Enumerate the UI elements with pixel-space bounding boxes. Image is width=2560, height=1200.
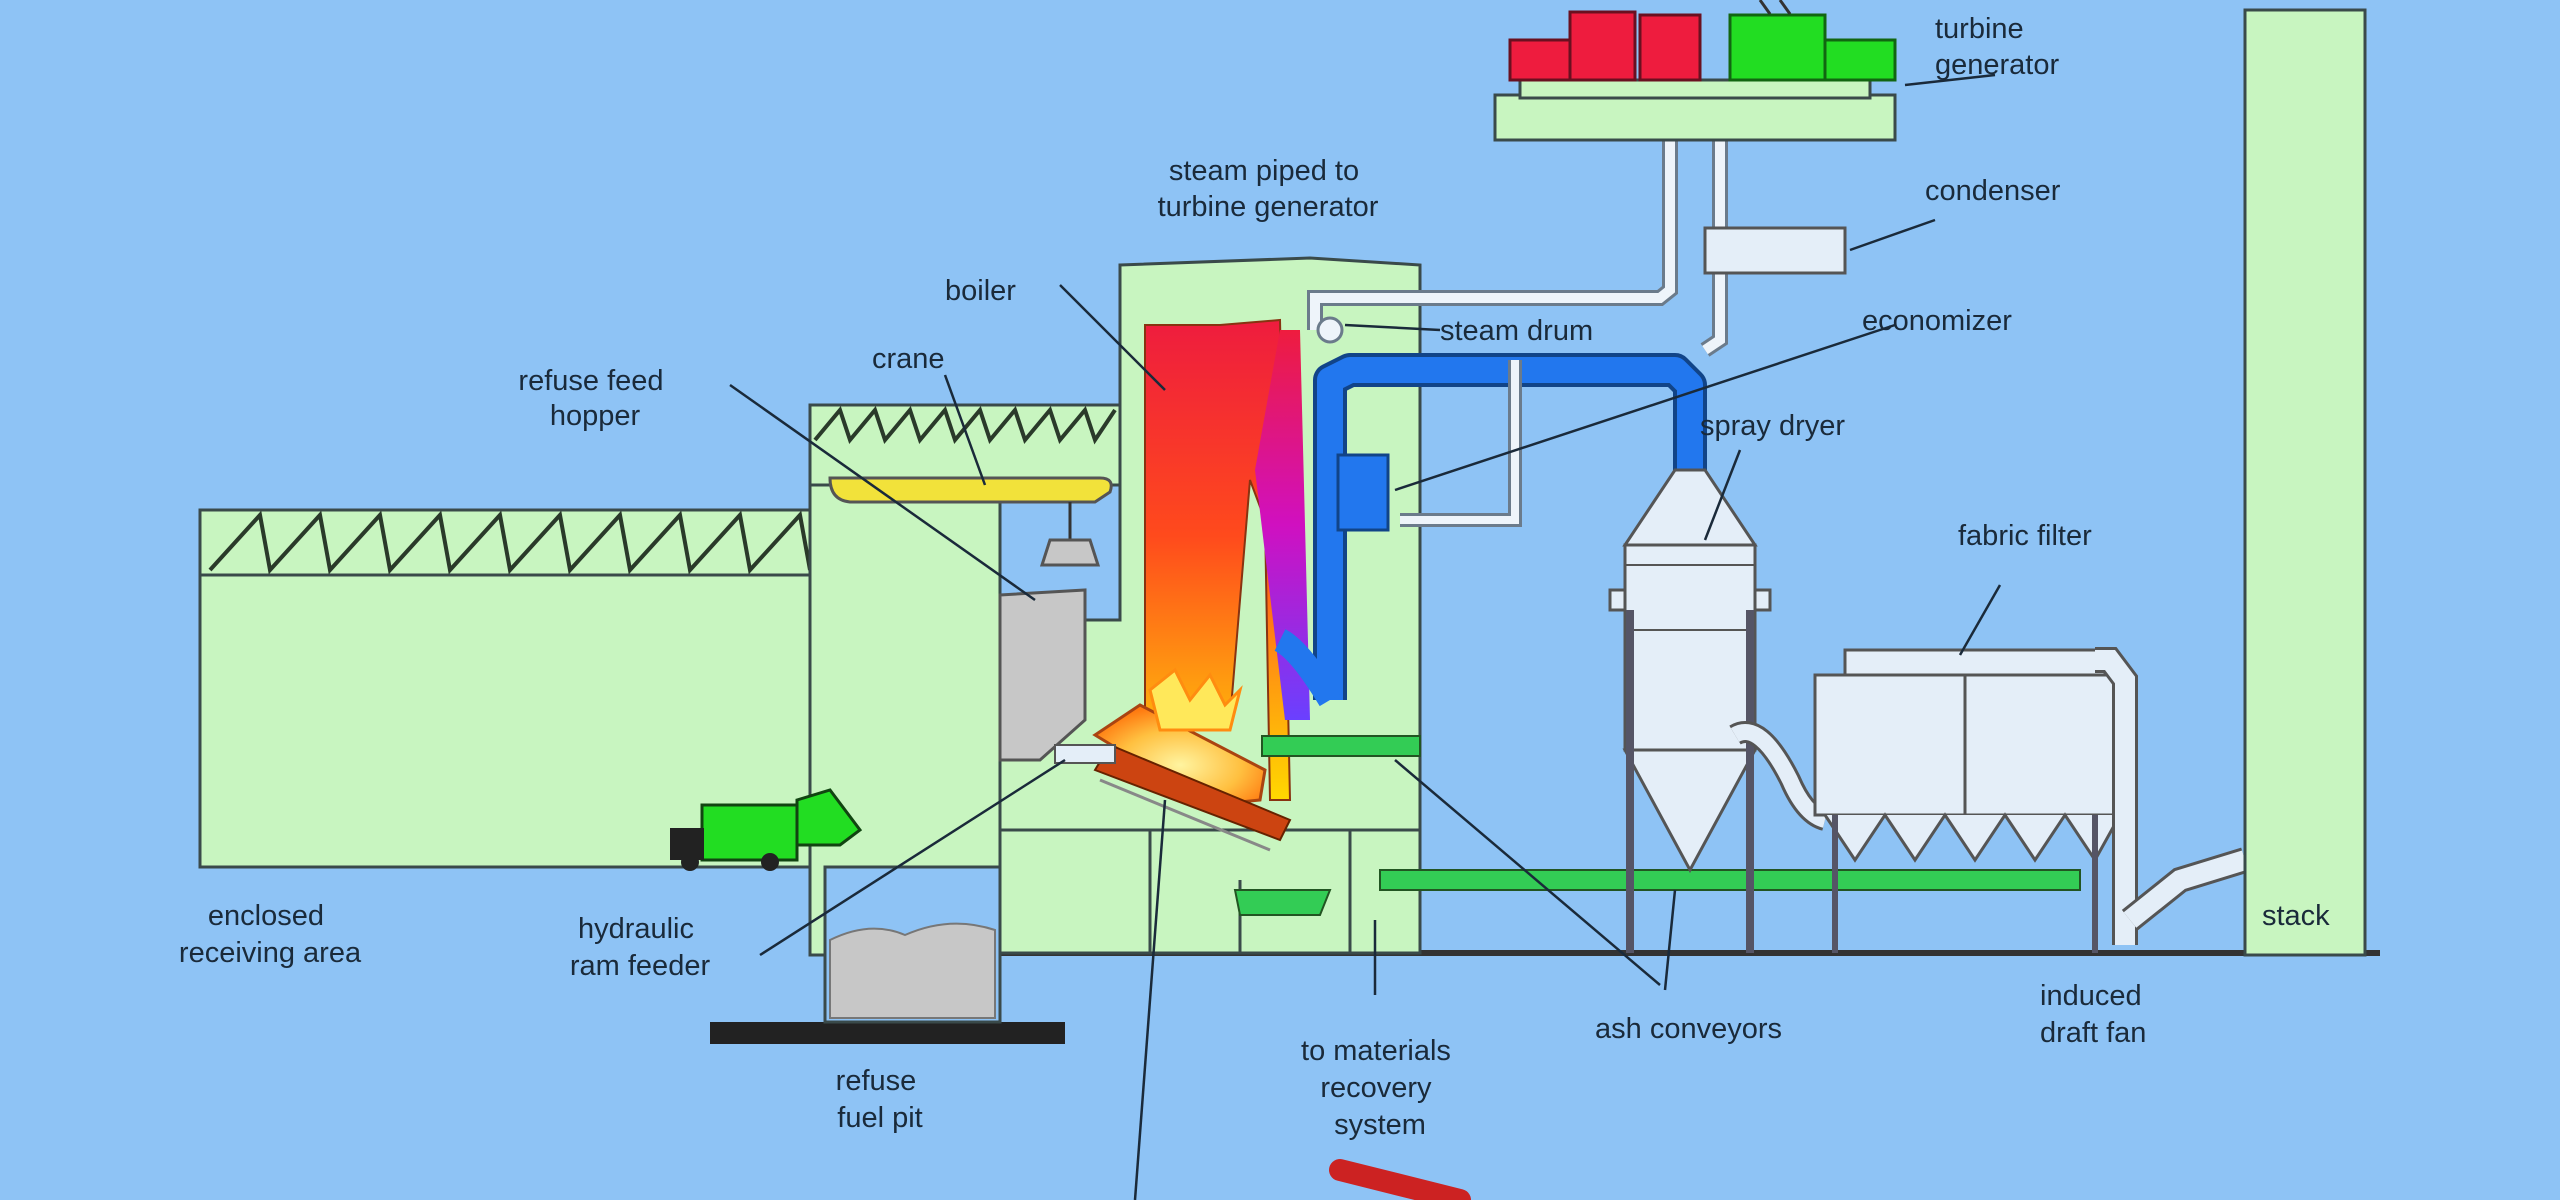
spray-dryer: [1608, 468, 1829, 953]
label-steam-piped: steam piped to turbine generator: [1158, 155, 1379, 223]
label-steam-piped-line1: steam piped to: [1169, 155, 1359, 187]
label-to-materials-recovery-line2: recovery: [1320, 1072, 1432, 1104]
label-induced-draft-fan-line2: draft fan: [2040, 1017, 2146, 1049]
label-ash-conveyors: ash conveyors: [1595, 1013, 1782, 1045]
label-refuse-feed-hopper-line1: refuse feed: [518, 365, 663, 397]
label-condenser: condenser: [1925, 175, 2061, 207]
fabric-filter: [1813, 647, 2138, 953]
ash-chute: [1233, 889, 1332, 916]
label-hydraulic-ram-feeder: hydraulic ram feeder: [570, 913, 711, 982]
label-refuse-feed-hopper-line2: hopper: [550, 400, 641, 432]
garbage-truck: [670, 788, 863, 871]
label-enclosed-receiving-area-line1: enclosed: [208, 900, 324, 932]
hydraulic-ram-feeder: [1054, 744, 1116, 764]
bottom-pipe: [1329, 1159, 1471, 1200]
label-refuse-feed-hopper: refuse feed hopper: [518, 365, 671, 432]
crane: [828, 476, 1113, 567]
label-hydraulic-ram-feeder-line1: hydraulic: [578, 913, 694, 945]
label-steam-drum: steam drum: [1440, 315, 1593, 347]
turbine-generator: [1493, 0, 1897, 142]
label-hydraulic-ram-feeder-line2: ram feeder: [570, 950, 711, 982]
label-induced-draft-fan: induced draft fan: [2040, 980, 2150, 1049]
stack: [2243, 8, 2367, 957]
condenser-unit: [1703, 226, 1847, 275]
label-to-materials-recovery: to materials recovery system: [1301, 1035, 1459, 1141]
label-refuse-fuel-pit-line2: fuel pit: [837, 1102, 922, 1134]
ash-conveyor-upper: [1261, 735, 1421, 757]
label-turbine-generator-line1: turbine: [1935, 13, 2024, 45]
label-turbine-generator: turbine generator: [1935, 13, 2059, 81]
ash-conveyor-main: [1379, 869, 2081, 891]
label-to-materials-recovery-line3: system: [1334, 1109, 1426, 1141]
label-economizer: economizer: [1862, 305, 2012, 337]
refuse-pit: [823, 865, 1002, 1024]
label-boiler: boiler: [945, 275, 1016, 307]
combustion-grate: [1092, 667, 1292, 852]
leader-lines: [729, 73, 2002, 1200]
steam-pipes: [1307, 90, 1728, 527]
label-enclosed-receiving-area-line2: receiving area: [179, 937, 362, 969]
label-turbine-generator-line2: generator: [1935, 49, 2059, 81]
label-spray-dryer: spray dryer: [1700, 410, 1845, 442]
fan-duct-inner: [2123, 850, 2248, 928]
label-enclosed-receiving-area: enclosed receiving area: [179, 900, 362, 969]
pit-floor: [710, 1022, 1065, 1044]
economizer-unit: [1336, 453, 1390, 532]
label-stack: stack: [2262, 900, 2330, 932]
label-crane: crane: [872, 343, 945, 375]
label-refuse-fuel-pit-line1: refuse: [836, 1065, 917, 1097]
label-fabric-filter: fabric filter: [1958, 520, 2092, 552]
label-steam-piped-line2: turbine generator: [1158, 191, 1379, 223]
label-refuse-fuel-pit: refuse fuel pit: [836, 1065, 925, 1134]
receiving-area-building: [198, 403, 1122, 957]
label-induced-draft-fan-line1: induced: [2040, 980, 2142, 1012]
label-to-materials-recovery-line1: to materials: [1301, 1035, 1451, 1067]
